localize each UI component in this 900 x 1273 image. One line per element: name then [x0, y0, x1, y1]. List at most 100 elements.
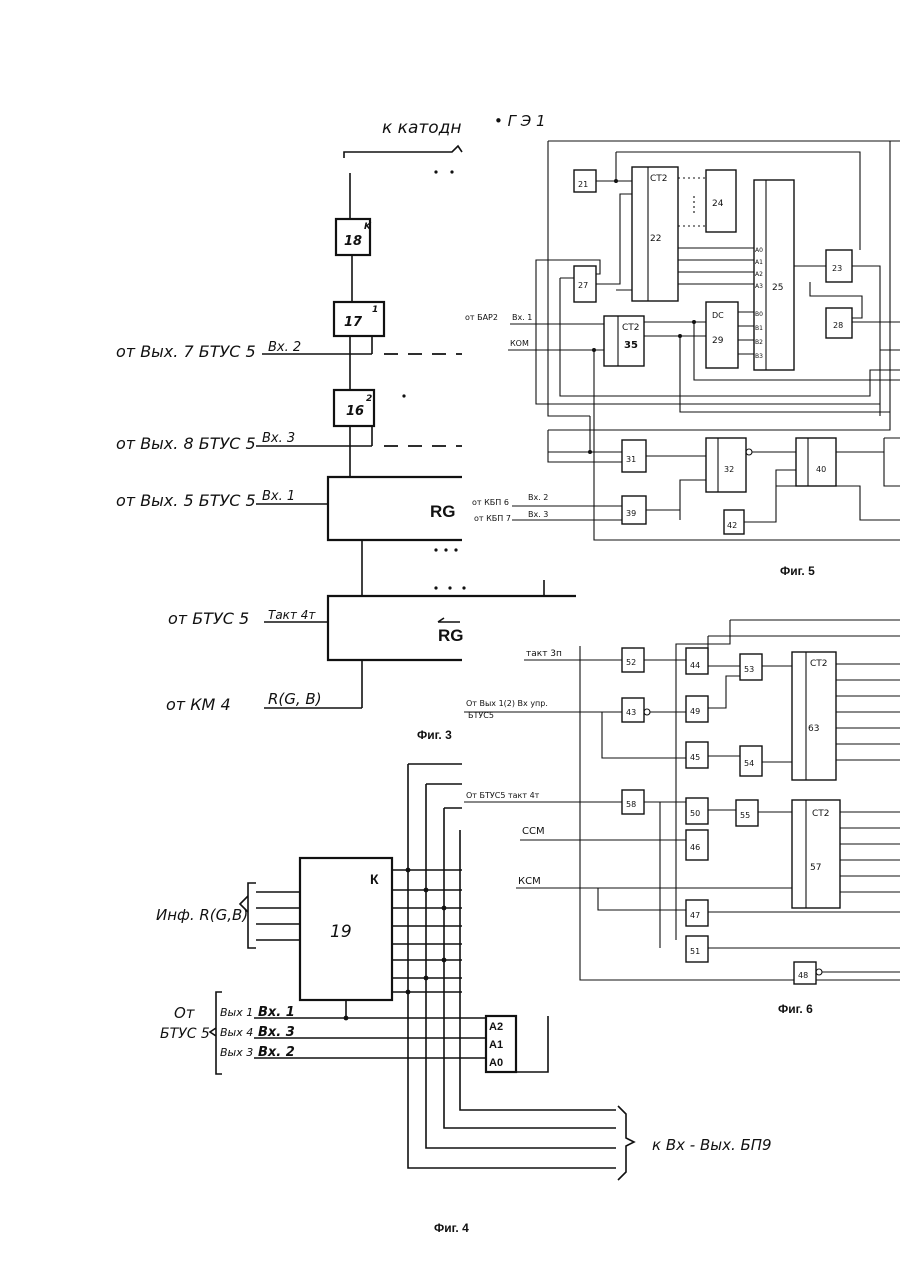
fig4-caption: Фиг. 4: [434, 1221, 469, 1235]
fig5-block-40-label: 40: [816, 465, 826, 474]
fig3-diagram: к катодн • Г Э 1 18 K 17 1 от Вых. 7 БТУ…: [116, 112, 576, 742]
fig6-block-48-label: 48: [798, 971, 808, 980]
fig3-row3-input: Вх. 1: [262, 489, 295, 504]
fig3-row2-source: от Вых. 8 БТУС 5: [116, 434, 256, 453]
fig5-block-39-label: 39: [626, 509, 636, 518]
fig3-row2-input: Вх. 3: [262, 431, 295, 446]
fig6-label-takt4: От БТУС5 такт 4т: [466, 791, 540, 800]
fig6-block-51-label: 51: [690, 947, 700, 956]
fig6-block-63: [792, 652, 836, 780]
fig5-block-35-title: CT2: [622, 323, 640, 333]
fig5-block-35-label: 35: [624, 340, 638, 351]
fig4-block-19-label: 19: [330, 922, 352, 942]
fig6-block-46-label: 46: [690, 843, 700, 852]
fig4-pin-a1: A1: [489, 1039, 503, 1051]
fig3-row4-input: Такт 4т: [268, 608, 316, 622]
fig6-block-49-label: 49: [690, 707, 700, 716]
fig5-block-22-title: CT2: [650, 174, 668, 184]
fig5-block-21-label: 21: [578, 180, 588, 189]
fig3-block-16-mark: 2: [366, 394, 372, 404]
fig4-block-19-mark: К: [370, 871, 379, 887]
fig6-block-58-label: 58: [626, 800, 636, 809]
fig3-top-brace: [344, 146, 462, 158]
fig3-top-label-tail: • Г Э 1: [494, 112, 546, 130]
fig5-label-kbp6: от КБП 6: [472, 498, 509, 507]
fig4-in2-in: Вх. 3: [258, 1025, 295, 1040]
fig6-block-52-label: 52: [626, 658, 636, 667]
fig5-block-29-label: 29: [712, 336, 724, 346]
fig3-block-16-label: 16: [346, 404, 364, 419]
fig5-block-28-label: 28: [833, 321, 843, 330]
fig4-pin-a0: A0: [489, 1057, 503, 1069]
fig5-pin-b0: B0: [755, 311, 763, 318]
fig5-label-kbp6-in: Вх. 2: [528, 493, 548, 502]
fig3-row1-input: Вх. 2: [268, 340, 301, 355]
fig5-block-27-label: 27: [578, 281, 588, 290]
fig4-src-label-2: БТУС 5: [160, 1026, 210, 1042]
fig4-pin-a2: A2: [489, 1021, 503, 1033]
fig3-row5-source: от КМ 4: [166, 695, 231, 714]
fig5-pin-b3: B3: [755, 353, 763, 360]
fig5-block-42-label: 42: [727, 521, 737, 530]
fig5-pin-a2: A2: [755, 271, 763, 278]
fig6-block-57-label: 57: [810, 863, 821, 873]
fig4-in3-in: Вх. 2: [258, 1045, 295, 1060]
fig5-block-31-label: 31: [626, 455, 636, 464]
fig5-block-40: [796, 438, 836, 486]
fig3-rg-label: RG: [430, 502, 456, 521]
fig6-label-ssm: ССМ: [522, 826, 545, 837]
fig5-diagram: 21 CT2 22 24 25 A0 A1 A2 A3 B0 B1 B2 B3 …: [465, 141, 900, 578]
fig3-caption: Фиг. 3: [417, 728, 452, 742]
fig5-caption: Фиг. 5: [780, 564, 815, 578]
fig6-block-57-title: CT2: [812, 809, 830, 819]
fig5-pin-b2: B2: [755, 339, 763, 346]
fig5-block-29-title: DC: [712, 311, 724, 320]
fig4-in2-out: Вых 4: [220, 1026, 253, 1039]
fig4-in1-in: Вх. 1: [258, 1005, 295, 1020]
fig3-block-17-label: 17: [344, 315, 363, 330]
fig5-block-23-label: 23: [832, 264, 842, 273]
fig6-block-45-label: 45: [690, 753, 700, 762]
fig4-dest-label: к Вх - Вых. БП9: [652, 1136, 772, 1154]
fig3-block-18-label: 18: [344, 234, 362, 249]
fig5-block-22-label: 22: [650, 234, 661, 244]
fig6-block-53-label: 53: [744, 665, 754, 674]
fig3-rg-rev-label: RG: [438, 626, 464, 645]
fig4-in3-out: Вых 3: [220, 1046, 253, 1059]
fig3-row5-input: R(G, B): [268, 690, 322, 708]
fig6-block-43-label: 43: [626, 708, 636, 717]
fig6-block-44-label: 44: [690, 661, 700, 670]
fig5-pin-a3: A3: [755, 283, 763, 290]
fig6-block-55-label: 55: [740, 811, 750, 820]
fig5-block-25-label: 25: [772, 283, 783, 293]
fig6-block-63-title: CT2: [810, 659, 828, 669]
fig5-label-kbp7-in: Вх. 3: [528, 510, 548, 519]
fig5-label-kbp7: от КБП 7: [474, 514, 511, 523]
fig6-block-54-label: 54: [744, 759, 754, 768]
fig5-pin-a1: A1: [755, 259, 763, 266]
fig6-block-63-label: 63: [808, 724, 819, 734]
fig6-block-47-label: 47: [690, 911, 700, 920]
fig6-block-50-label: 50: [690, 809, 700, 818]
fig4-diagram: 19 К Инф. R(G,B) A2 A1 A0 От БТУС 5 Вых …: [156, 764, 772, 1235]
fig3-row3-source: от Вых. 5 БТУС 5: [116, 491, 256, 510]
fig4-in1-out: Вых 1: [220, 1006, 253, 1019]
fig5-label-bar-in: Вх. 1: [512, 313, 532, 322]
fig3-block-17-mark: 1: [372, 305, 378, 315]
fig6-label-takt3: такт 3п: [526, 649, 562, 659]
fig5-pin-a0: A0: [755, 247, 763, 254]
fig5-block-32-label: 32: [724, 465, 734, 474]
fig5-label-bar: от БАР2: [465, 313, 498, 322]
fig5-label-kom: КОМ: [510, 339, 529, 348]
fig6-diagram: такт 3п 52 44 53 CT2 63 От Вых 1(2) Вх у…: [464, 620, 900, 1016]
fig3-row4-source: от БТУС 5: [168, 609, 249, 628]
fig6-label-vyh: От Вых 1(2) Вх упр.: [466, 699, 548, 708]
fig5-pin-b1: B1: [755, 325, 763, 332]
fig6-label-ksm: КСМ: [518, 876, 541, 887]
fig6-caption: Фиг. 6: [778, 1002, 813, 1016]
fig3-top-label: к катодн: [382, 118, 462, 138]
fig4-inf-label: Инф. R(G,B): [156, 906, 248, 924]
fig4-src-label-1: От: [174, 1004, 196, 1022]
fig3-block-18-mark: K: [364, 222, 372, 232]
